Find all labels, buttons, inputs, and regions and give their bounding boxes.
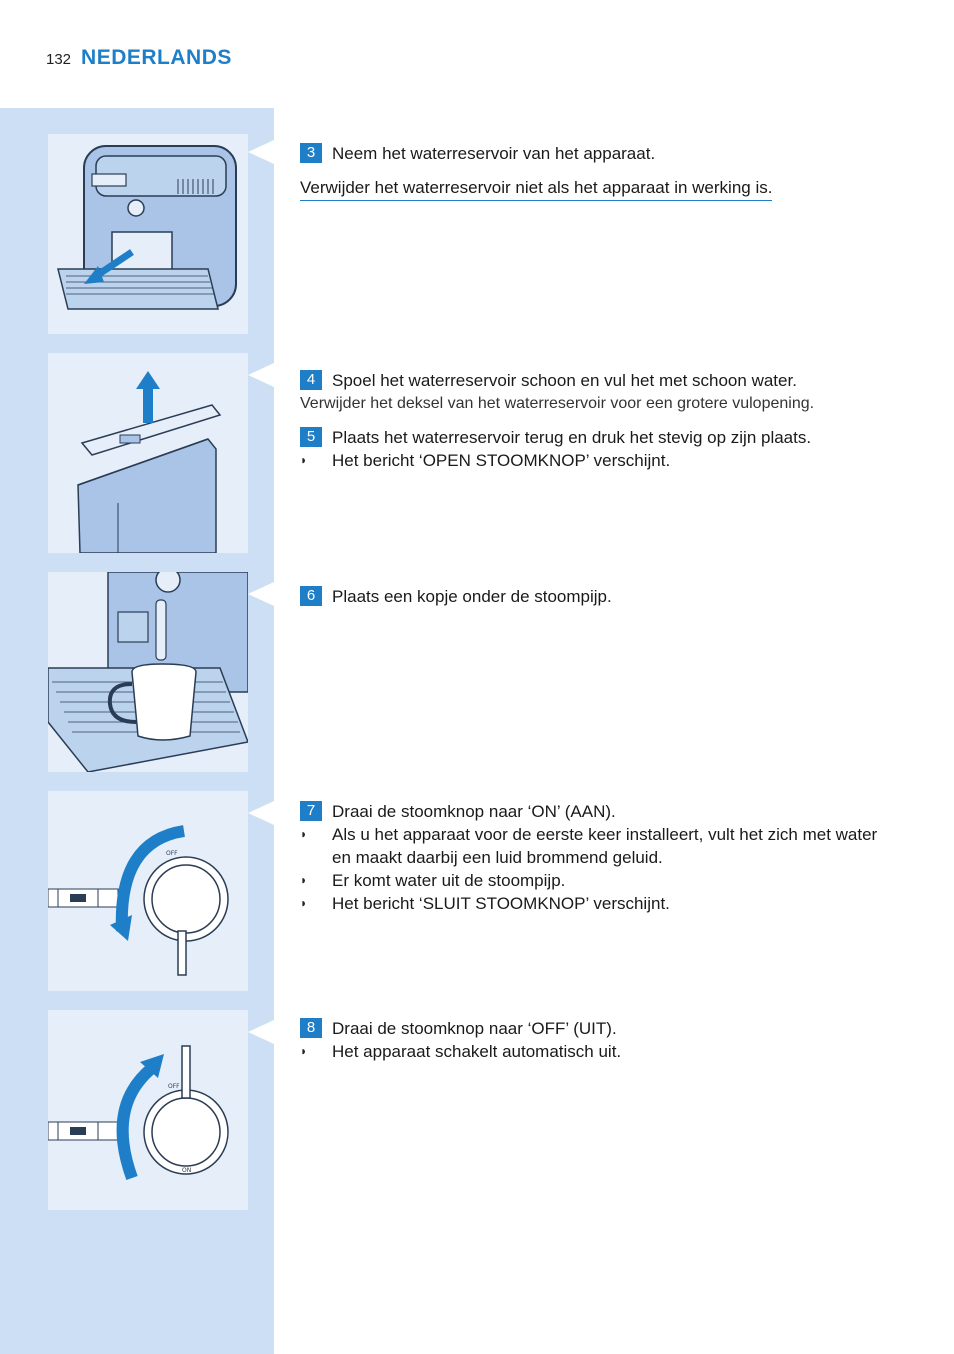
step-3: 3 Neem het waterreservoir van het appara… [300,142,920,165]
step-number-badge: 3 [300,143,322,163]
step-number-badge: 5 [300,427,322,447]
result-bullet: ◗ Het apparaat schakelt automatisch uit. [300,1040,920,1063]
step-text: Plaats een kopje onder de stoompijp. [332,587,612,606]
bullet-icon: ◗ [300,453,308,467]
step-number-badge: 6 [300,586,322,606]
step-text: Neem het waterreservoir van het apparaat… [332,144,656,163]
bullet-icon: ◗ [300,873,308,887]
knob-off-label: OFF [168,1083,180,1090]
bullet-text: Er komt water uit de stoompijp. [332,871,566,890]
panel-pointer [248,801,274,825]
knob-off-label: OFF [166,850,178,857]
bullet-text: Het apparaat schakelt automatisch uit. [332,1042,622,1061]
page-number: 132 [46,51,72,68]
panel-pointer [248,582,274,606]
bullet-text: Als u het apparaat voor de eerste keer i… [332,825,878,867]
bullet-text: Het bericht ‘OPEN STOOMKNOP’ verschijnt. [332,451,671,470]
illustration-cup-under-wand [48,572,248,772]
page-header: 132 NEDERLANDS [46,46,232,76]
illustration-knob-turn-on: OFF [48,791,248,991]
panel-pointer [248,140,274,164]
result-bullet: ◗ Het bericht ‘OPEN STOOMKNOP’ verschijn… [300,449,920,472]
result-bullet: ◗ Er komt water uit de stoompijp. [300,869,920,892]
step-4-5-block: 4 Spoel het waterreservoir schoon en vul… [300,369,920,472]
step-5: 5 Plaats het waterreservoir terug en dru… [300,426,920,449]
step-number-badge: 7 [300,801,322,821]
step-8-block: 8 Draai de stoomknop naar ‘OFF’ (UIT). ◗… [300,1017,920,1063]
step-number-badge: 8 [300,1018,322,1038]
step-4: 4 Spoel het waterreservoir schoon en vul… [300,369,920,392]
illustration-knob-turn-off: OFF ON [48,1010,248,1210]
illustration-remove-reservoir [48,134,248,334]
step-text: Plaats het waterreservoir terug en druk … [332,428,812,447]
panel-pointer [248,1020,274,1044]
bullet-icon: ◗ [300,1044,308,1058]
bullet-icon: ◗ [300,896,308,910]
bullet-icon: ◗ [300,827,308,841]
step-6: 6 Plaats een kopje onder de stoompijp. [300,585,920,608]
step-4-note: Verwijder het deksel van het waterreserv… [300,395,815,412]
step-3-block: 3 Neem het waterreservoir van het appara… [300,142,920,201]
bullet-text: Het bericht ‘SLUIT STOOMKNOP’ verschijnt… [332,894,670,913]
step-text: Draai de stoomknop naar ‘OFF’ (UIT). [332,1019,617,1038]
step-7-block: 7 Draai de stoomknop naar ‘ON’ (AAN). ◗ … [300,800,920,915]
result-bullet: ◗ Als u het apparaat voor de eerste keer… [300,823,920,869]
panel-pointer [248,363,274,387]
section-language: NEDERLANDS [81,46,232,69]
step-text: Draai de stoomknop naar ‘ON’ (AAN). [332,802,616,821]
step-number-badge: 4 [300,370,322,390]
result-bullet: ◗ Het bericht ‘SLUIT STOOMKNOP’ verschij… [300,892,920,915]
warning-row: Verwijder het waterreservoir niet als he… [300,176,920,201]
step-8: 8 Draai de stoomknop naar ‘OFF’ (UIT). [300,1017,920,1040]
step-3-warning: Verwijder het waterreservoir niet als he… [300,176,773,201]
illustration-rinse-reservoir [48,353,248,553]
knob-on-label: ON [182,1167,191,1174]
step-6-block: 6 Plaats een kopje onder de stoompijp. [300,585,920,608]
step-7: 7 Draai de stoomknop naar ‘ON’ (AAN). [300,800,920,823]
step-text: Spoel het waterreservoir schoon en vul h… [332,371,797,390]
